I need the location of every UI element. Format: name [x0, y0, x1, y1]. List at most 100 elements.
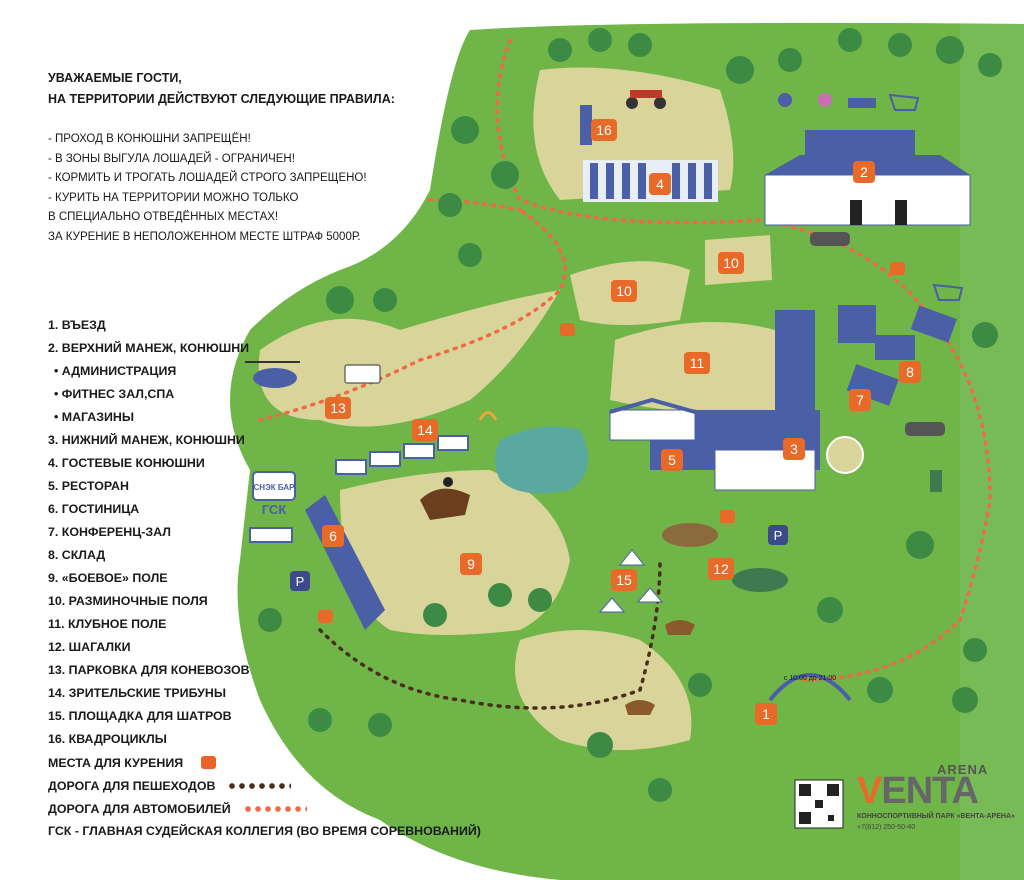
helicopter-icon [245, 361, 300, 388]
legend-vehicles: ДОРОГА ДЛЯ АВТОМОБИЛЕЙ [48, 797, 438, 820]
legend-item: 9. «БОЕВОЕ» ПОЛЕ [48, 571, 168, 585]
guest-stables [580, 105, 718, 202]
entrance-arch [768, 673, 852, 702]
legend-item: 16. КВАДРОЦИКЛЫ [48, 732, 167, 746]
car-icon [810, 232, 945, 436]
marker-9: 9 [467, 556, 475, 572]
legend-item: 5. РЕСТОРАН [48, 479, 129, 493]
markers [322, 119, 921, 725]
vehicles-dots-icon [242, 805, 307, 812]
rule-line: ЗА КУРЕНИЕ В НЕПОЛОЖЕННОМ МЕСТЕ ШТРАФ 50… [48, 230, 361, 243]
person-icon [778, 93, 792, 107]
legend-item: 4. ГОСТЕВЫЕ КОНЮШНИ [48, 456, 205, 470]
horseshoe-icon [478, 411, 498, 421]
logo-venta: VENTA [857, 770, 979, 813]
walker-1 [662, 523, 718, 547]
legend-item: 3. НИЖНИЙ МАНЕЖ, КОНЮШНИ [48, 433, 245, 447]
logo-arena: ARENA [937, 762, 989, 777]
entrance-hours: с 10:00 до 21:00 [784, 675, 836, 682]
legend-item: 6. ГОСТИНИЦА [48, 502, 140, 516]
vehicles-label: ДОРОГА ДЛЯ АВТОМОБИЛЕЙ [48, 801, 231, 816]
quad-bike-icon [626, 90, 666, 109]
marker-12: 12 [713, 561, 729, 577]
gsk-label: ГСК [262, 502, 287, 517]
parking-label-2: P [774, 528, 783, 543]
conference-building [846, 364, 899, 406]
rule-line: - КУРИТЬ НА ТЕРРИТОРИИ МОЖНО ТОЛЬКО [48, 191, 299, 204]
smoking-places [318, 262, 905, 623]
legend-item: 7. КОНФЕРЕНЦ-ЗАЛ [48, 525, 171, 539]
legend-smoking: МЕСТА ДЛЯ КУРЕНИЯ [48, 751, 438, 774]
logo-v: V [857, 770, 882, 812]
truck-icon [344, 364, 381, 384]
shop-building [910, 305, 957, 343]
legend-item: 13. ПАРКОВКА ДЛЯ КОНЕВОЗОВ [48, 663, 250, 677]
marker-10b: 10 [723, 255, 739, 271]
marker-8: 8 [906, 364, 914, 380]
rules-panel: УВАЖАЕМЫЕ ГОСТИ, НА ТЕРРИТОРИИ ДЕЙСТВУЮТ… [48, 68, 428, 247]
warehouse-building [875, 335, 915, 360]
rule-line: - В ЗОНЫ ВЫГУЛА ЛОШАДЕЙ - ОГРАНИЧЕН! [48, 152, 295, 165]
pedestrian-road [318, 558, 662, 710]
snack-bar-badge [252, 471, 296, 501]
pond [495, 426, 588, 494]
flower-icon [818, 93, 832, 107]
legend-item: 8. СКЛАД [48, 548, 106, 562]
smoking-icon [201, 756, 217, 769]
qr-code [794, 779, 844, 829]
trees [258, 28, 1002, 802]
rider-icon [420, 477, 470, 520]
marker-7: 7 [856, 392, 864, 408]
marker-14: 14 [417, 422, 433, 438]
rules-title-2: НА ТЕРРИТОРИИ ДЕЙСТВУЮТ СЛЕДУЮЩИЕ ПРАВИЛ… [48, 92, 395, 106]
legend-item: 15. ПЛОЩАДКА ДЛЯ ШАТРОВ [48, 709, 232, 723]
logo-subtitle: КОННОСПОРТИВНЫЙ ПАРК «ВЕНТА-АРЕНА» [857, 813, 1015, 820]
legend-item: 10. РАЗМИНОЧНЫЕ ПОЛЯ [48, 594, 208, 608]
marker-11: 11 [690, 355, 705, 371]
marker-6: 6 [329, 528, 337, 544]
roundabout [826, 436, 864, 474]
smoking-label: МЕСТА ДЛЯ КУРЕНИЯ [48, 755, 184, 770]
rule-line: - КОРМИТЬ И ТРОГАТЬ ЛОШАДЕЙ СТРОГО ЗАПРЕ… [48, 172, 367, 184]
rule-line: - ПРОХОД В КОНЮШНИ ЗАПРЕЩЁН! [48, 133, 251, 145]
legend-item: • МАГАЗИНЫ [54, 410, 134, 424]
rule-line: В СПЕЦИАЛЬНО ОТВЕДЁННЫХ МЕСТАХ! [48, 211, 279, 223]
marker-5: 5 [668, 452, 676, 468]
parking-signs [290, 525, 788, 591]
legend: 1. ВЪЕЗД 2. ВЕРХНИЙ МАНЕЖ, КОНЮШНИ • АДМ… [48, 314, 481, 843]
field-battle [340, 470, 570, 635]
stands [335, 435, 469, 475]
legend-item: • ФИТНЕС ЗАЛ,СПА [54, 387, 175, 401]
bed-icon [249, 527, 293, 543]
field-lower [515, 630, 692, 750]
field-left [258, 290, 560, 427]
marker-3: 3 [790, 441, 798, 457]
pedestrian-dots-icon [227, 782, 292, 789]
legend-item: 11. КЛУБНОЕ ПОЛЕ [48, 617, 167, 631]
rules-title-1: УВАЖАЕМЫЕ ГОСТИ, [48, 71, 182, 85]
tent-icon [598, 549, 664, 613]
legend-pedestrian: ДОРОГА ДЛЯ ПЕШЕХОДОВ [48, 774, 438, 797]
playground-icon [930, 470, 942, 492]
legend-item: 2. ВЕРХНИЙ МАНЕЖ, КОНЮШНИ [48, 341, 250, 355]
logo-enta: ENTA [881, 770, 979, 812]
walker-2 [732, 568, 788, 592]
car-road-3 [428, 198, 522, 212]
horse-icon [625, 620, 695, 715]
marker-labels: 1 2 3 4 5 6 7 8 9 10 10 11 12 13 14 15 1… [329, 122, 914, 722]
marker-15: 15 [616, 572, 632, 588]
marker-16: 16 [596, 122, 612, 138]
marker-4: 4 [656, 176, 664, 192]
legend-item: 1. ВЪЕЗД [48, 318, 106, 332]
marker-2: 2 [860, 164, 868, 180]
pedestrian-label: ДОРОГА ДЛЯ ПЕШЕХОДОВ [48, 778, 216, 793]
snack-bar-label: СНЭК БАР [254, 483, 296, 492]
shopping-cart-icon [888, 93, 964, 301]
car-road-2 [258, 208, 567, 422]
marker-13: 13 [330, 400, 346, 416]
logo-phone: +7(812) 250-50-40 [857, 824, 916, 831]
legend-gsk: ГСК - ГЛАВНАЯ СУДЕЙСКАЯ КОЛЛЕГИЯ (ВО ВРЕ… [48, 824, 481, 838]
legend-item: • АДМИНИСТРАЦИЯ [54, 364, 177, 378]
restaurant-building [609, 397, 696, 441]
